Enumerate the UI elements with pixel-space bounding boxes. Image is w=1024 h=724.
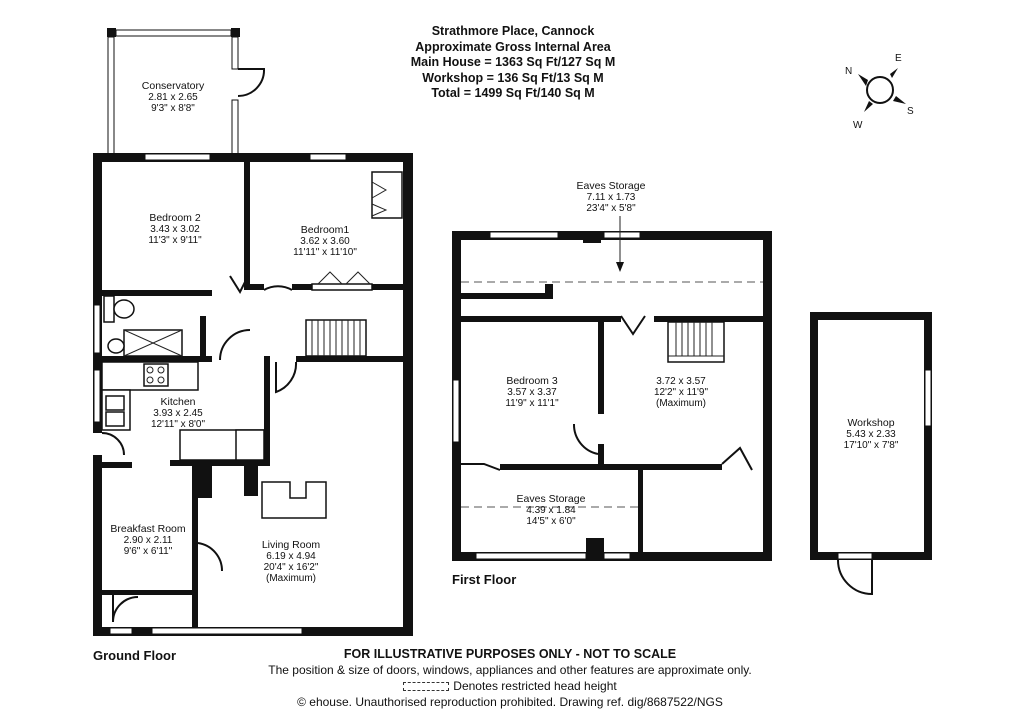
kitchen-metric: 3.93 x 2.45 xyxy=(153,408,203,419)
conservatory-imperial: 9'3" x 8'8" xyxy=(151,103,195,114)
bedroom-1-imperial: 11'11" x 11'10" xyxy=(293,247,357,258)
area-title: Approximate Gross Internal Area xyxy=(415,39,611,54)
dashed-box-icon xyxy=(403,682,450,692)
breakfast-room-imperial: 9'6" x 6'11" xyxy=(124,546,173,557)
bedroom-2-name: Bedroom 2 xyxy=(149,212,201,224)
conservatory-metric: 2.81 x 2.65 xyxy=(148,92,198,103)
compass-s: S xyxy=(907,106,914,117)
eaves-top-name: Eaves Storage xyxy=(577,180,646,192)
bedroom-3: Bedroom 3 3.57 x 3.37 11'9" x 11'1" xyxy=(505,375,559,409)
bedroom-1: Bedroom1 3.62 x 3.60 11'11" x 11'10" xyxy=(293,224,357,258)
first-floor-plan: Eaves Storage 7.11 x 1.73 23'4" x 5'8" B… xyxy=(452,180,772,587)
first-floor-stairs xyxy=(667,321,725,363)
compass-w: W xyxy=(853,120,863,131)
living-room-imperial: 20'4" x 16'2" xyxy=(264,562,319,573)
property-name: Strathmore Place, Cannock xyxy=(431,24,595,38)
living-room-metric: 6.19 x 4.94 xyxy=(266,551,316,562)
workshop-plan: Workshop 5.43 x 2.33 17'10" x 7'8" xyxy=(810,312,932,596)
eaves-top-imperial: 23'4" x 5'8" xyxy=(586,203,636,214)
kitchen-imperial: 12'11" x 8'0" xyxy=(151,419,206,430)
eaves-bottom-metric: 4.39 x 1.84 xyxy=(526,505,576,516)
workshop-room: Workshop 5.43 x 2.33 17'10" x 7'8" xyxy=(844,417,899,451)
workshop-imperial: 17'10" x 7'8" xyxy=(844,440,899,451)
ground-floor-plan: Bedroom 2 3.43 x 3.02 11'3" x 9'11" Cons… xyxy=(93,28,413,663)
bedroom-1-metric: 3.62 x 3.60 xyxy=(300,236,350,247)
bedroom-3-name: Bedroom 3 xyxy=(506,375,558,387)
landing-note: (Maximum) xyxy=(656,398,706,409)
landing-room: 3.72 x 3.57 12'2" x 11'9" (Maximum) xyxy=(654,376,709,409)
living-room-name: Living Room xyxy=(262,539,321,551)
main-house-area: Main House = 1363 Sq Ft/127 Sq M xyxy=(410,55,616,69)
breakfast-room-name: Breakfast Room xyxy=(110,523,186,535)
breakfast-room: Breakfast Room 2.90 x 2.11 9'6" x 6'11" xyxy=(110,523,186,557)
head-height-legend: Denotes restricted head height xyxy=(200,678,820,694)
position-note: The position & size of doors, windows, a… xyxy=(268,663,752,677)
breakfast-room-metric: 2.90 x 2.11 xyxy=(124,535,173,546)
total-area: Total = 1499 Sq Ft/140 Sq M xyxy=(431,86,595,100)
eaves-storage-bottom: Eaves Storage 4.39 x 1.84 14'5" x 6'0" xyxy=(517,493,586,527)
compass-e: E xyxy=(895,53,902,64)
eaves-bottom-imperial: 14'5" x 6'0" xyxy=(526,516,576,527)
first-floor-label: First Floor xyxy=(452,572,516,587)
workshop-name: Workshop xyxy=(847,417,894,429)
compass-icon: N E S W xyxy=(845,53,914,131)
ground-stairs xyxy=(305,319,367,357)
bedroom-2-metric: 3.43 x 3.02 xyxy=(150,224,200,235)
compass-n: N xyxy=(845,66,852,77)
bedroom-3-imperial: 11'9" x 11'1" xyxy=(505,398,559,409)
workshop-area: Workshop = 136 Sq Ft/13 Sq M xyxy=(422,70,604,85)
copyright: © ehouse. Unauthorised reproduction proh… xyxy=(297,695,723,709)
living-room: Living Room 6.19 x 4.94 20'4" x 16'2" (M… xyxy=(262,539,321,584)
plan-title-block: Strathmore Place, Cannock Approximate Gr… xyxy=(372,24,654,102)
ground-floor-label: Ground Floor xyxy=(93,648,176,663)
landing-imperial: 12'2" x 11'9" xyxy=(654,387,709,398)
kitchen-name: Kitchen xyxy=(160,396,195,408)
kitchen: Kitchen 3.93 x 2.45 12'11" x 8'0" xyxy=(151,396,206,430)
workshop-metric: 5.43 x 2.33 xyxy=(846,429,896,440)
landing-metric: 3.72 x 3.57 xyxy=(656,376,706,387)
bedroom-2: Bedroom 2 3.43 x 3.02 11'3" x 9'11" xyxy=(148,212,202,246)
conservatory-labels: Conservatory 2.81 x 2.65 9'3" x 8'8" xyxy=(142,80,205,114)
conservatory-name: Conservatory xyxy=(142,80,205,92)
bedroom-3-metric: 3.57 x 3.37 xyxy=(507,387,557,398)
bedroom-1-name: Bedroom1 xyxy=(301,224,350,236)
plan-footer: FOR ILLUSTRATIVE PURPOSES ONLY - NOT TO … xyxy=(200,646,820,710)
eaves-top-metric: 7.11 x 1.73 xyxy=(587,192,636,203)
head-height-note: Denotes restricted head height xyxy=(453,679,617,693)
eaves-bottom-name: Eaves Storage xyxy=(517,493,586,505)
living-room-note: (Maximum) xyxy=(266,573,316,584)
bedroom-2-imperial: 11'3" x 9'11" xyxy=(148,235,202,246)
eaves-storage-top: Eaves Storage 7.11 x 1.73 23'4" x 5'8" xyxy=(577,180,646,214)
disclaimer: FOR ILLUSTRATIVE PURPOSES ONLY - NOT TO … xyxy=(343,647,677,661)
